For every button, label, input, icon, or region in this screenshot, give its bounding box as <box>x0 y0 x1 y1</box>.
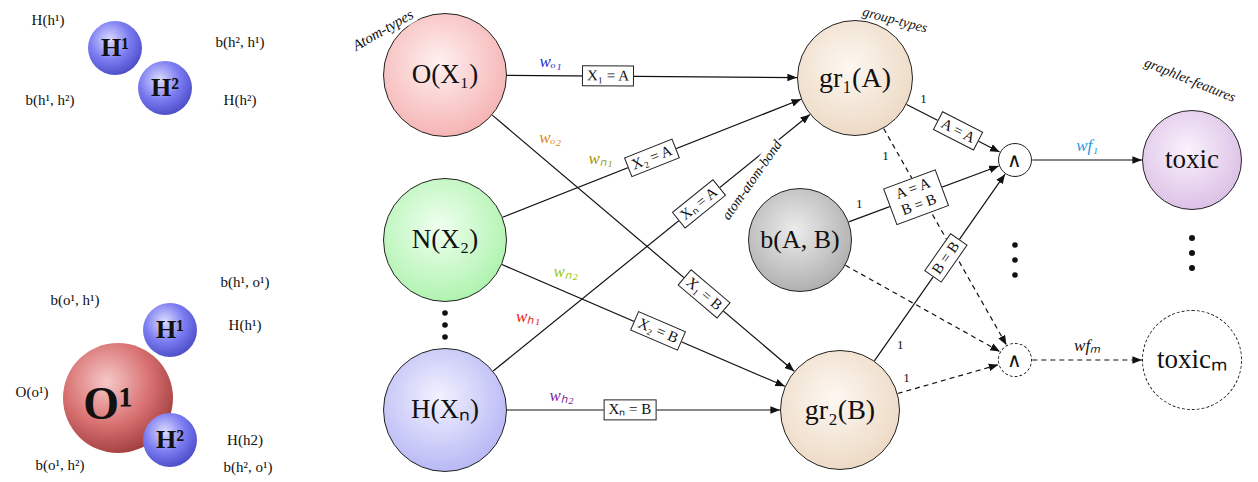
feature-node: toxic <box>1142 110 1242 210</box>
annotation: H(h¹) <box>32 12 65 29</box>
connector <box>1032 159 1142 160</box>
multiplicity-label: 1 <box>880 149 891 163</box>
annotation: O(o¹) <box>16 384 49 401</box>
weight-label: wₙ₁ <box>586 150 614 169</box>
multiplicity-label: 1 <box>901 371 912 385</box>
atom-type-node: N(X₂) <box>383 178 507 302</box>
connector <box>1032 359 1142 360</box>
connector <box>898 365 999 394</box>
weight-label: wₒ₁ <box>538 53 564 72</box>
rule-box: A = A B = B <box>883 169 949 225</box>
node-label: O(X₁) <box>412 60 478 90</box>
atom-type-node: H(Xₙ) <box>383 348 507 472</box>
column-heading: atom-atom-bond <box>718 136 786 225</box>
node-label: H¹ <box>101 34 129 63</box>
atom-sphere: H² <box>143 413 197 467</box>
annotation: b(o¹, h²) <box>36 457 85 474</box>
atom-type-node: O(X₁) <box>383 13 507 137</box>
rule-box: A = A <box>932 111 983 151</box>
annotation: b(h², h¹) <box>216 34 265 51</box>
weight-label: wₙ₂ <box>552 263 580 282</box>
column-heading: graphlet-features <box>1140 54 1239 106</box>
connector <box>907 104 1000 152</box>
node-label: H² <box>156 426 184 455</box>
feature-node: toxicₘ <box>1142 310 1242 410</box>
rule-box: X₁ = A <box>582 65 634 87</box>
annotation: H(h2) <box>227 432 263 449</box>
node-label: H² <box>151 74 179 103</box>
rule-box: Xₙ = B <box>603 399 656 420</box>
node-label: ∧ <box>1007 149 1022 171</box>
weight-label: wf₁ <box>1074 137 1100 156</box>
column-heading: Atom-types <box>348 5 418 55</box>
connector <box>884 128 1007 344</box>
node-label: gr₁(A) <box>819 63 891 94</box>
multiplicity-label: 1 <box>854 197 865 211</box>
node-label: b(A, B) <box>760 226 839 255</box>
annotation: b(h², o¹) <box>224 459 273 476</box>
rule-box: Xₙ = A <box>672 179 726 229</box>
node-label: ∧ <box>1007 349 1022 371</box>
and-gate: ∧ <box>998 143 1033 178</box>
rule-box: B = B <box>924 233 968 283</box>
weight-label: wₒ₂ <box>537 129 563 148</box>
weight-label: wfₘ <box>1072 337 1102 356</box>
rule-box: X₂ = B <box>629 311 685 351</box>
node-label: H¹ <box>156 316 184 345</box>
and-gate: ∧ <box>998 343 1033 378</box>
connector <box>502 265 785 387</box>
annotation: b(h¹, h²) <box>26 92 75 109</box>
weight-label: wₕ₁ <box>514 308 542 327</box>
connector <box>507 75 797 77</box>
node-label: toxic <box>1165 145 1219 175</box>
annotation: b(h¹, o¹) <box>221 274 270 291</box>
group-type-node: gr₂(B) <box>780 350 900 470</box>
multiplicity-label: 1 <box>895 338 906 352</box>
group-type-node: gr₁(A) <box>797 20 913 136</box>
multiplicity-label: 1 <box>918 92 929 106</box>
bond-node: b(A, B) <box>748 188 852 292</box>
node-label: toxicₘ <box>1157 345 1227 375</box>
node-label: N(X₂) <box>412 225 478 255</box>
weight-label: wₕ₂ <box>547 387 575 406</box>
atom-sphere: H¹ <box>143 303 197 357</box>
annotation: H(h²) <box>224 92 257 109</box>
node-label: O¹ <box>83 379 133 430</box>
rule-box: X₁ = B <box>677 269 730 319</box>
rule-box: X₂ = A <box>624 139 680 178</box>
node-label: gr₂(B) <box>805 395 875 426</box>
annotation: b(o¹, h¹) <box>51 292 100 309</box>
atom-sphere: H¹ <box>88 21 142 75</box>
connector <box>845 265 999 351</box>
annotation: H(h¹) <box>229 317 262 334</box>
column-heading: group-types <box>859 3 931 36</box>
atom-sphere: H² <box>138 61 192 115</box>
node-label: H(Xₙ) <box>411 395 479 425</box>
